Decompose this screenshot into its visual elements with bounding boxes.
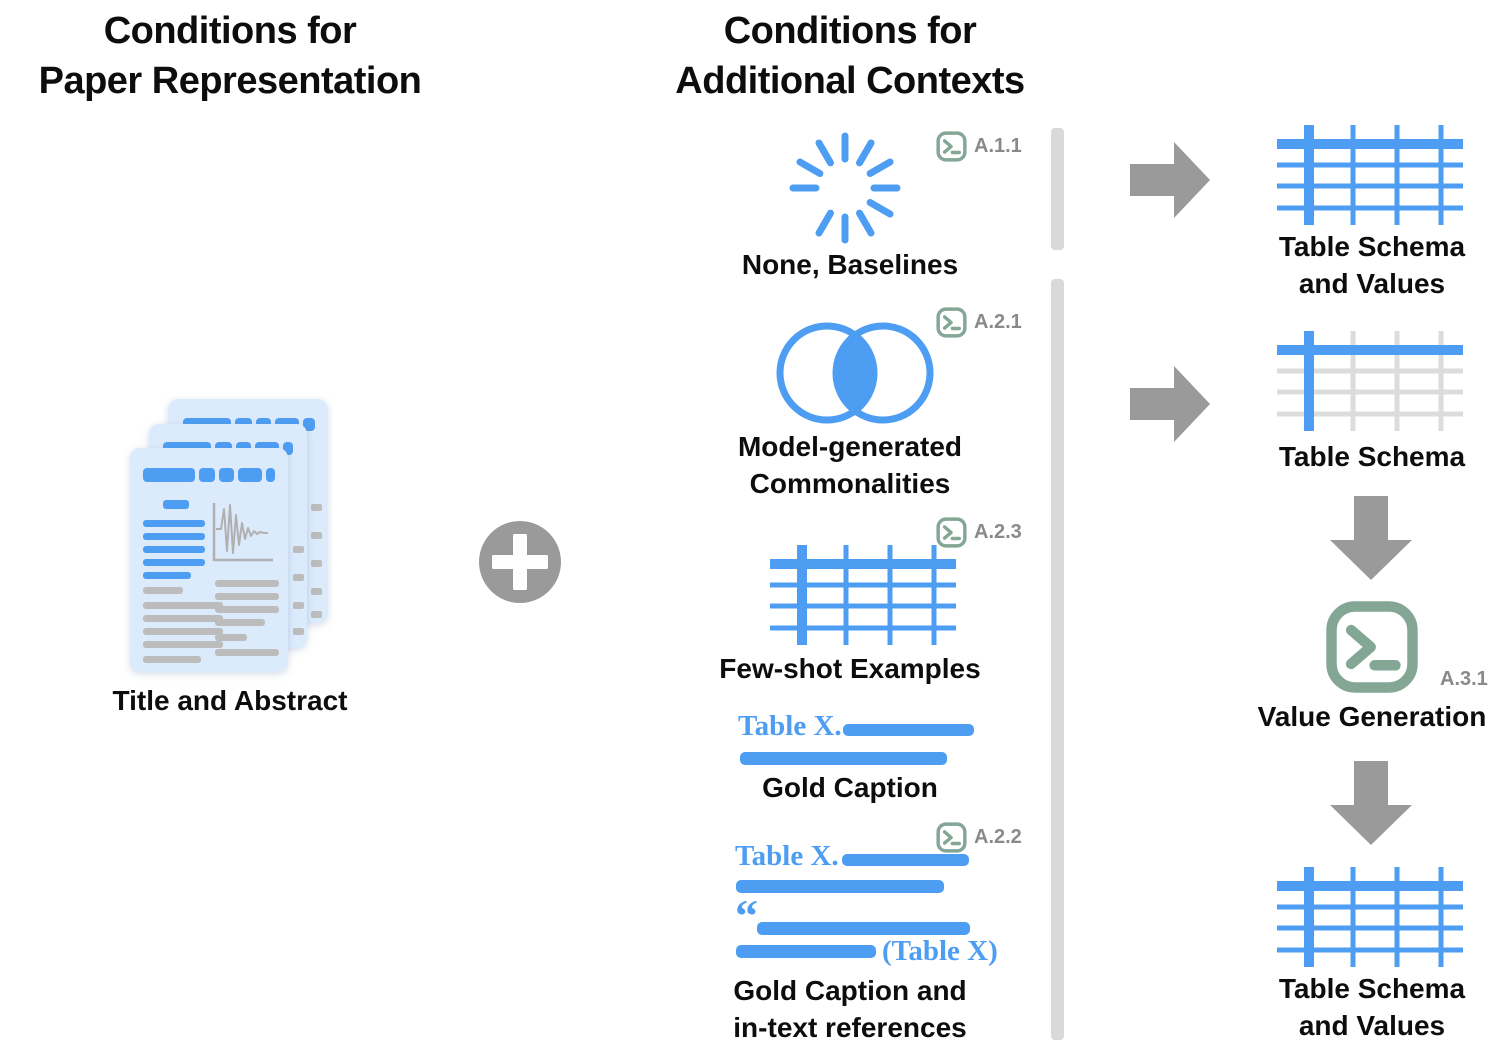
left-title-line2: Paper Representation bbox=[38, 60, 422, 102]
badge-a23: A.2.3 bbox=[936, 517, 1022, 548]
output-panel: Table Schema and Values Table Schema A.3… bbox=[1100, 0, 1509, 1061]
caption-text-bar bbox=[736, 945, 876, 958]
item-commonalities-line2: Commonalities bbox=[749, 468, 951, 499]
caption-text-bar bbox=[757, 922, 970, 935]
caption-table-x-text: Table X. bbox=[738, 710, 842, 742]
item-gcr-line1: Gold Caption and bbox=[733, 975, 967, 1006]
caption-text-bar bbox=[843, 724, 974, 736]
table-full-icon bbox=[1277, 867, 1463, 967]
step-schema-label: Table Schema bbox=[1278, 441, 1466, 472]
caption-text-bar bbox=[736, 880, 944, 893]
badge-a22-label: A.2.2 bbox=[974, 826, 1022, 848]
middle-title-line2: Additional Contexts bbox=[675, 60, 1025, 102]
divider-segment bbox=[1051, 128, 1064, 250]
caption-text-bar bbox=[740, 752, 947, 765]
arrow-down-icon bbox=[1330, 496, 1412, 580]
venn-diagram-icon bbox=[776, 322, 934, 424]
arrow-right-icon bbox=[1130, 142, 1210, 218]
terminal-badge-icon bbox=[936, 307, 967, 338]
arrow-right-icon bbox=[1130, 366, 1210, 442]
step4-line2: and Values bbox=[1298, 1010, 1446, 1041]
plus-icon bbox=[479, 521, 561, 603]
caption-table-x-text: Table X. bbox=[735, 840, 839, 872]
item-commonalities-label: Model-generated Commonalities bbox=[645, 428, 1055, 502]
badge-a31-label: A.3.1 bbox=[1440, 668, 1488, 690]
terminal-icon bbox=[1326, 601, 1418, 693]
divider-segment bbox=[1051, 279, 1064, 1040]
table-full-icon bbox=[1277, 125, 1463, 225]
step-value-generation-label: Value Generation bbox=[1257, 701, 1487, 732]
item-commonalities-line1: Model-generated bbox=[737, 431, 963, 462]
arrow-down-icon bbox=[1330, 761, 1412, 845]
left-title: Conditions for Paper Representation bbox=[0, 6, 460, 106]
badge-a11: A.1.1 bbox=[936, 131, 1022, 162]
badge-a11-label: A.1.1 bbox=[974, 135, 1022, 157]
table-reference-text: (Table X) bbox=[882, 935, 998, 967]
middle-title: Conditions for Additional Contexts bbox=[645, 6, 1055, 106]
step-schema-values-label: Table Schema and Values bbox=[1222, 228, 1509, 302]
left-panel: Conditions for Paper Representation bbox=[0, 0, 460, 1061]
table-schema-icon bbox=[1277, 331, 1463, 431]
table-grid-icon bbox=[770, 545, 956, 645]
item-gcr-line2: in-text references bbox=[733, 1012, 967, 1043]
badge-a21-label: A.2.1 bbox=[974, 311, 1022, 333]
step1-line2: and Values bbox=[1298, 268, 1446, 299]
item-fewshot-label: Few-shot Examples bbox=[719, 653, 981, 684]
badge-a22: A.2.2 bbox=[936, 822, 1022, 853]
quote-mark-text: “ bbox=[735, 890, 758, 941]
paper-stack-label: Title and Abstract bbox=[112, 685, 348, 716]
left-title-line1: Conditions for bbox=[103, 10, 357, 52]
step-schema-values-label: Table Schema and Values bbox=[1222, 970, 1509, 1044]
spinner-icon bbox=[789, 132, 901, 244]
caption-text-bar bbox=[842, 854, 969, 866]
item-gold-caption-label: Gold Caption bbox=[762, 772, 938, 803]
terminal-badge-icon bbox=[936, 131, 967, 162]
terminal-badge-icon bbox=[936, 517, 967, 548]
paper-stack-icon bbox=[130, 399, 328, 672]
middle-title-line1: Conditions for bbox=[723, 10, 977, 52]
terminal-badge-icon bbox=[936, 822, 967, 853]
step4-line1: Table Schema bbox=[1278, 973, 1466, 1004]
badge-a23-label: A.2.3 bbox=[974, 521, 1022, 543]
additional-contexts-panel: Conditions for Additional Contexts A.1.1… bbox=[645, 0, 1055, 1061]
item-gold-caption-references-label: Gold Caption and in-text references bbox=[645, 972, 1055, 1046]
item-none-baselines-label: None, Baselines bbox=[741, 249, 959, 280]
badge-a21: A.2.1 bbox=[936, 307, 1022, 338]
step1-line1: Table Schema bbox=[1278, 231, 1466, 262]
